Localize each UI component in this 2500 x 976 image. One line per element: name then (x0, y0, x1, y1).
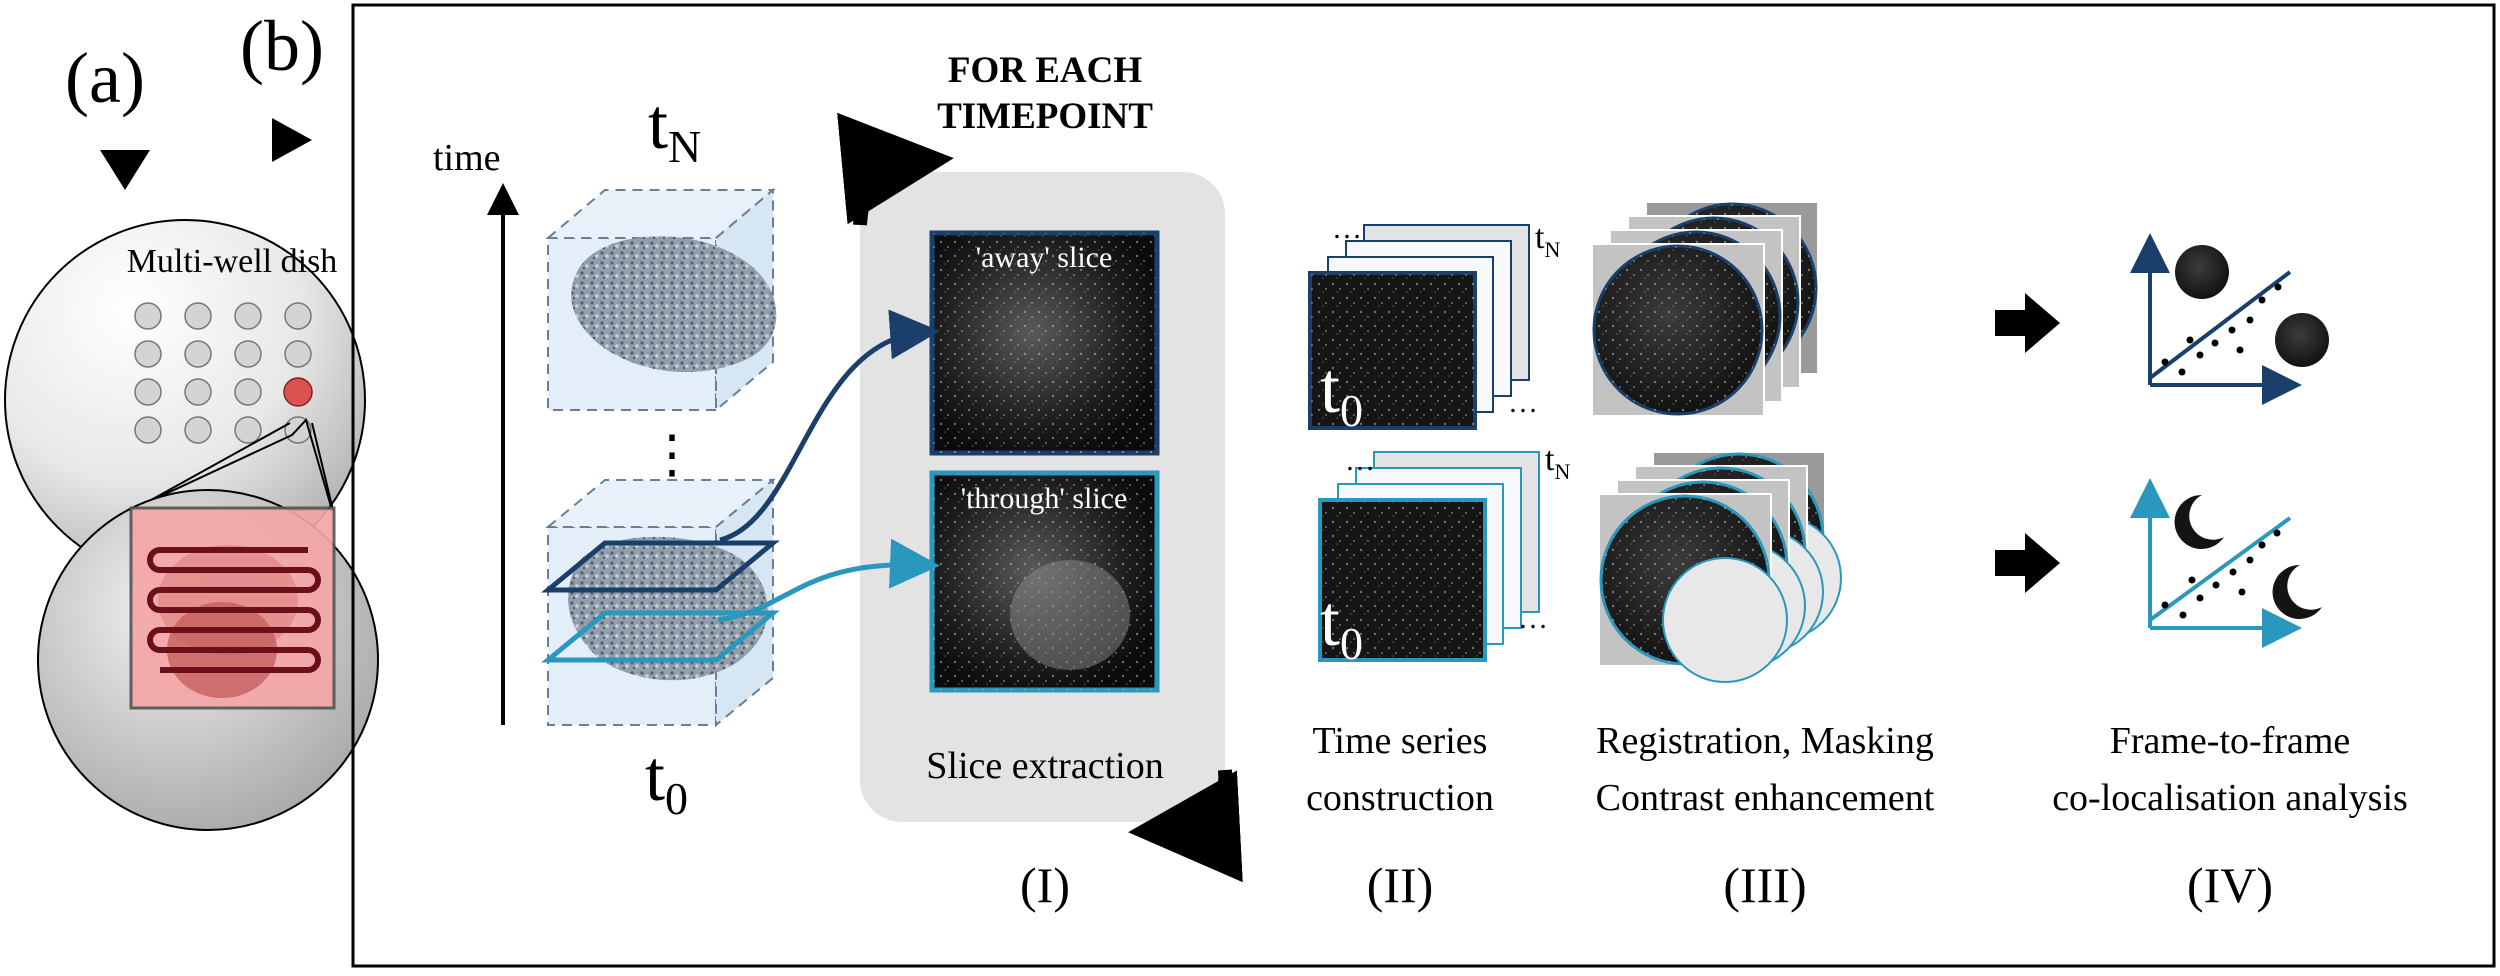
well (134, 416, 162, 444)
scatter-point (2228, 326, 2236, 334)
masked-cutout (1662, 557, 1788, 683)
well (134, 340, 162, 368)
svg-text:…: … (1508, 386, 1538, 419)
time-series-stack-through: t0 tN … … (1318, 441, 1570, 669)
stack-away-t0: t0 (1320, 348, 1363, 436)
panel-label-a: (a) (65, 38, 145, 118)
caption-ii-line1: Time series (1313, 720, 1488, 762)
well (184, 378, 212, 406)
stack-away-tn: tN (1535, 219, 1560, 262)
well (184, 416, 212, 444)
away-slice-image: 'away' slice (929, 230, 1160, 456)
scatter-point (2236, 346, 2244, 354)
scatter-point (2274, 283, 2282, 291)
caption-ii-line2: construction (1306, 777, 1494, 819)
well (234, 340, 262, 368)
well (134, 302, 162, 330)
through-slice-image: 'through' slice (929, 470, 1160, 693)
well-grid (134, 302, 313, 444)
away-slice-plane (541, 540, 780, 593)
curved-arrow-top-icon (837, 112, 954, 226)
svg-text:…: … (1345, 444, 1375, 477)
scatter-point (2258, 541, 2266, 549)
time-axis-label: time (433, 137, 501, 179)
svg-text:…: … (1518, 602, 1548, 635)
step-label-i: (I) (1020, 857, 1070, 913)
svg-text:…: … (1332, 212, 1362, 245)
registered-stack-through (1598, 451, 1842, 683)
header-line-2: TIMEPOINT (937, 96, 1153, 137)
well (184, 302, 212, 330)
scatter-point (2273, 529, 2281, 537)
scatter-point (2188, 576, 2196, 584)
step-label-ii: (II) (1367, 857, 1434, 913)
scatter-point (2246, 316, 2254, 324)
scatter-point (2196, 594, 2204, 602)
well (234, 378, 262, 406)
colocalisation-plot-through (2130, 478, 2322, 648)
arrow-right-icon (1995, 533, 2060, 593)
scatter-point (2211, 339, 2219, 347)
scatter-point (2161, 358, 2169, 366)
scatter-point (2178, 368, 2186, 376)
arrow-right-icon (1995, 293, 2060, 353)
well (234, 302, 262, 330)
down-triangle-icon (100, 150, 150, 190)
well (134, 378, 162, 406)
scatter-point (2238, 588, 2246, 596)
stack-through-t0: t0 (1320, 581, 1363, 669)
volume-ellipsis: ⋮ (646, 427, 698, 484)
t0-label: t0 (645, 736, 688, 824)
dish-label: Multi-well dish (127, 243, 338, 280)
well (184, 340, 212, 368)
colocalisation-plot-away (2130, 233, 2329, 405)
stack-through-tn: tN (1545, 441, 1570, 484)
tn-label: tN (648, 84, 701, 172)
right-triangle-icon (272, 118, 312, 162)
scatter-point (2229, 568, 2237, 576)
well (234, 416, 262, 444)
caption-iv-line2: co-localisation analysis (2052, 777, 2408, 819)
scatter-point (2212, 581, 2220, 589)
step-label-iii: (III) (1723, 857, 1806, 913)
highlighted-well (283, 377, 313, 407)
caption-iv-line1: Frame-to-frame (2110, 720, 2351, 762)
well (284, 340, 312, 368)
through-slice-label: 'through' slice (961, 482, 1128, 515)
volume-tn (545, 187, 777, 413)
panel-b-frame (351, 3, 2496, 968)
registered-stack-away (1591, 201, 1819, 417)
through-slice-plane (541, 610, 780, 663)
header-line-1: FOR EACH (948, 50, 1142, 91)
scatter-point (2186, 336, 2194, 344)
scan-path (147, 547, 321, 673)
scatter-point (2179, 611, 2187, 619)
scatter-point (2196, 351, 2204, 359)
caption-iii-line2: Contrast enhancement (1596, 777, 1935, 819)
through-arrow (717, 538, 940, 623)
curved-arrow-bottom-icon (1128, 769, 1243, 883)
volume-t0 (541, 477, 780, 728)
scatter-point (2258, 296, 2266, 304)
away-slice-label: 'away' slice (976, 241, 1113, 274)
away-arrow (719, 309, 940, 543)
scatter-point (2161, 601, 2169, 609)
scatter-point (2246, 556, 2254, 564)
caption-iii-line1: Registration, Masking (1596, 720, 1934, 762)
step-label-iv: (IV) (2187, 857, 2273, 913)
slice-extraction-caption: Slice extraction (926, 745, 1163, 787)
panel-label-b: (b) (240, 6, 324, 86)
well (284, 302, 312, 330)
time-series-stack-away: t0 tN … … (1308, 212, 1560, 436)
